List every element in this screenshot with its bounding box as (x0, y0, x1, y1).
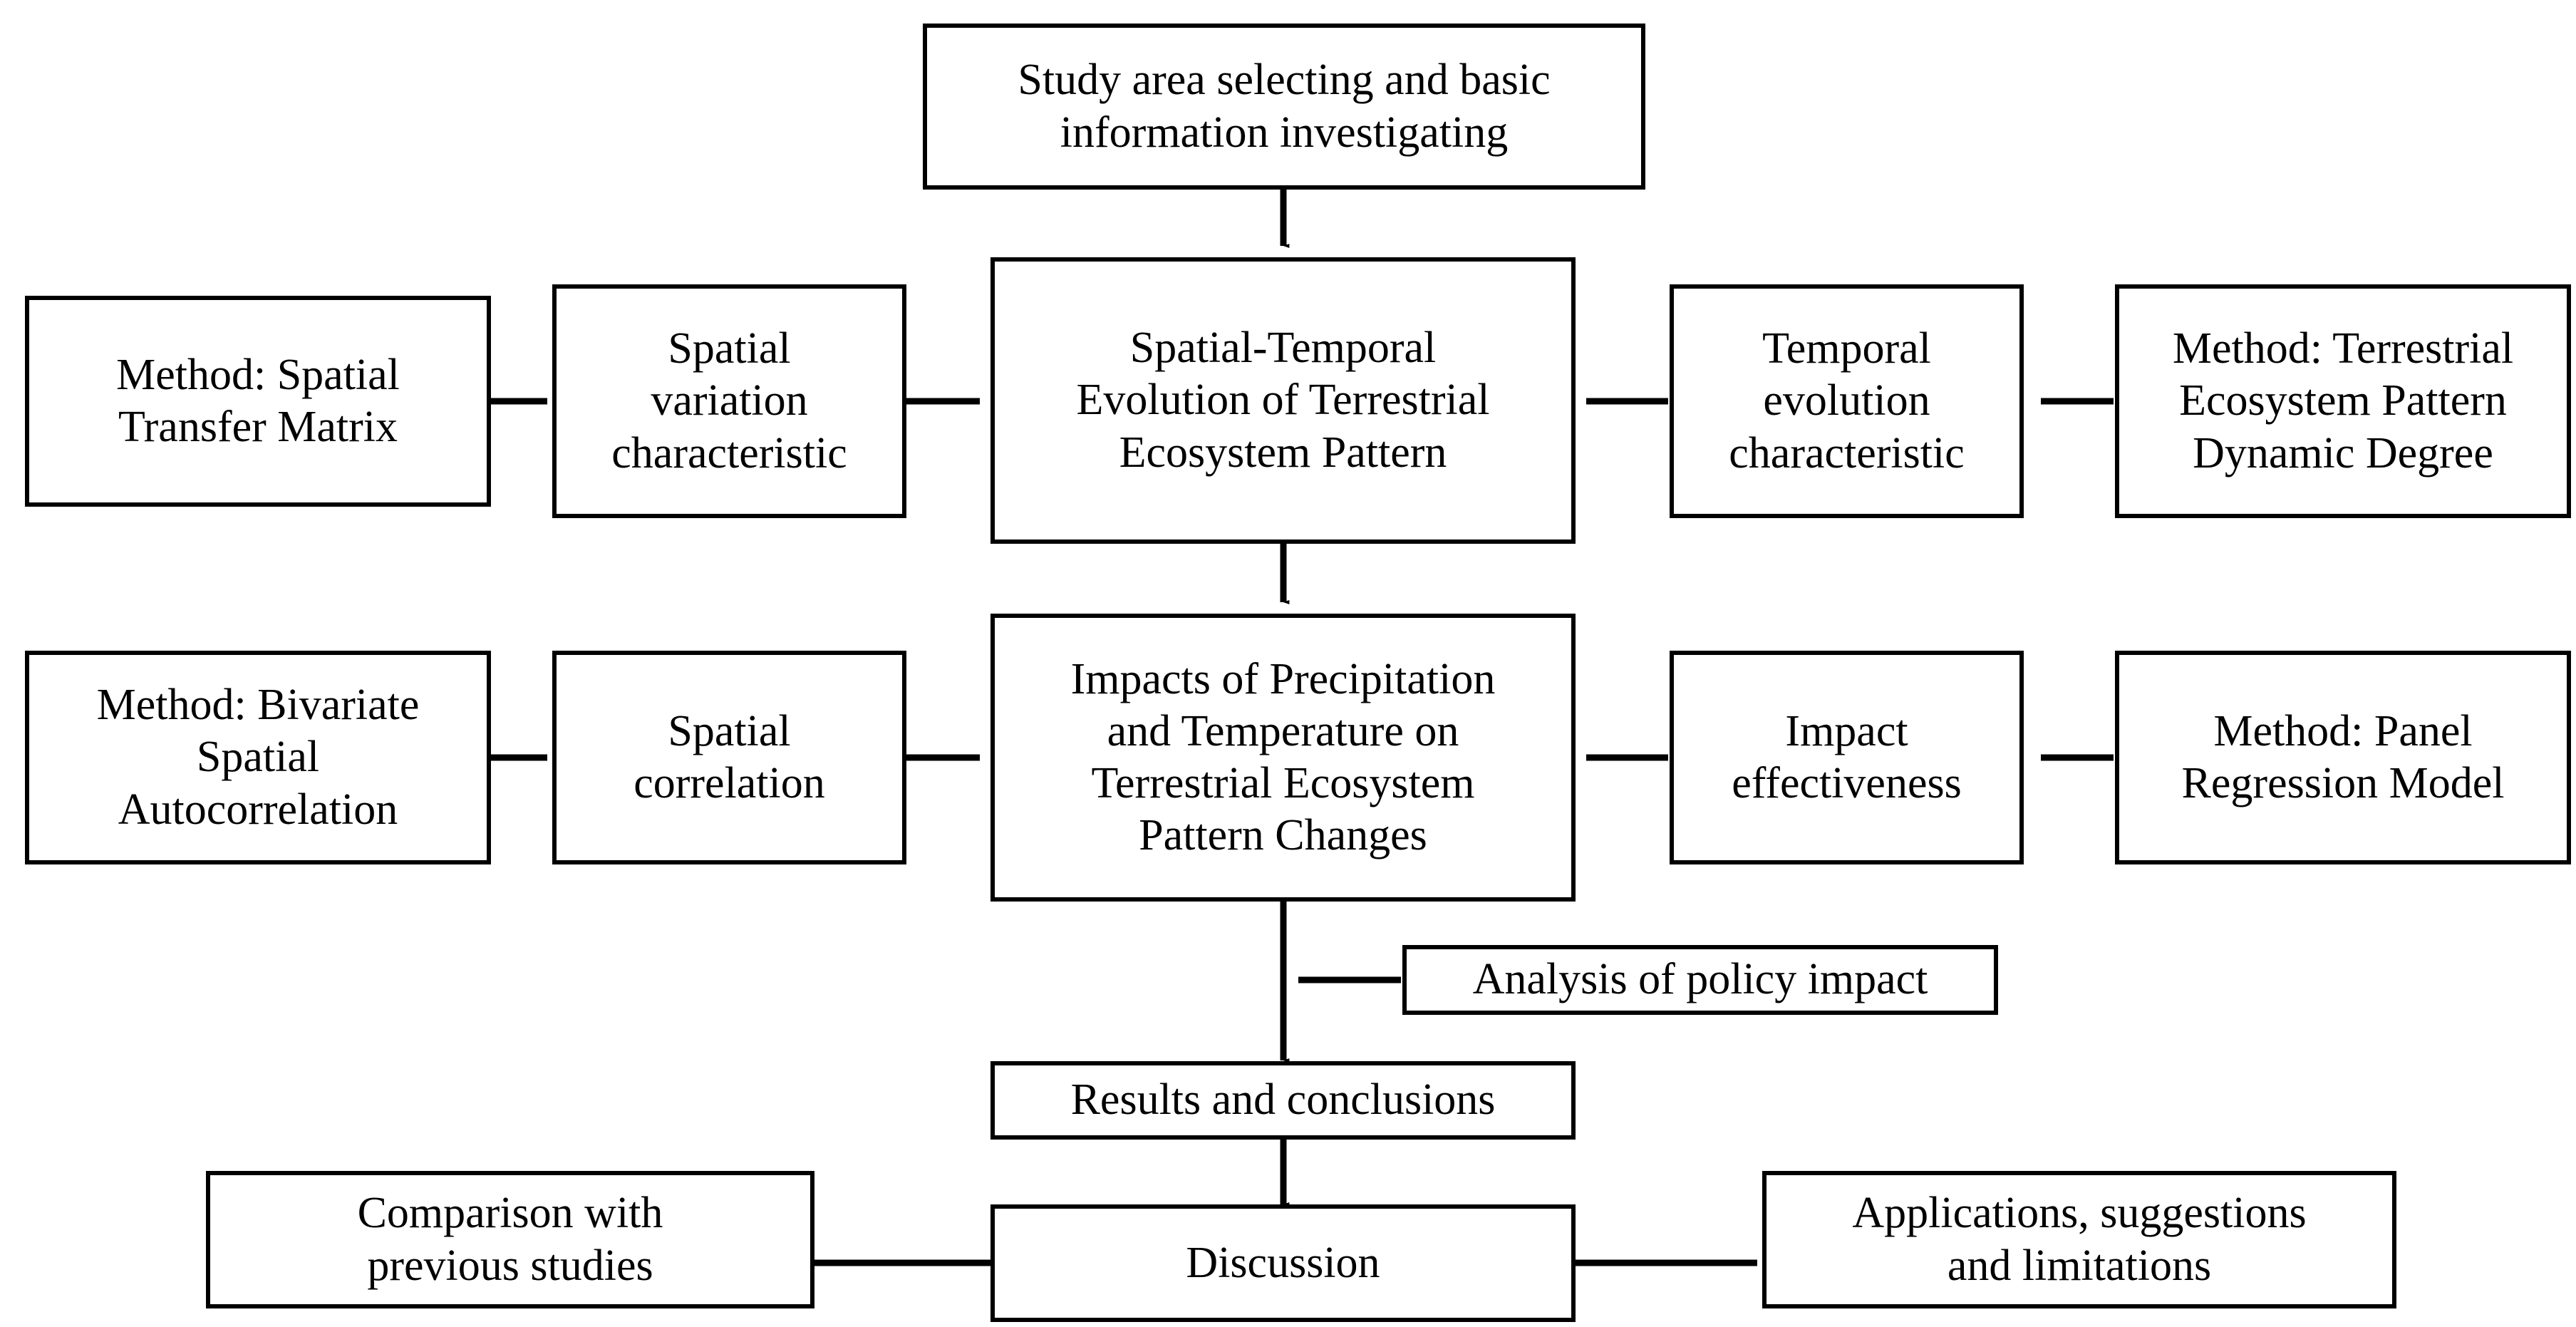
node-discussion[interactable]: Discussion (990, 1204, 1576, 1322)
node-comparison-previous-studies[interactable]: Comparison with previous studies (206, 1171, 814, 1308)
node-results-conclusions[interactable]: Results and conclusions (990, 1061, 1576, 1140)
node-impact-effectiveness[interactable]: Impact effectiveness (1670, 651, 2024, 864)
node-analysis-policy-impact-label: Analysis of policy impact (1472, 955, 1928, 1004)
node-impacts-precipitation-temperature[interactable]: Impacts of Precipitation and Temperature… (990, 614, 1576, 902)
node-method-dynamic-degree[interactable]: Method: Terrestrial Ecosystem Pattern Dy… (2115, 284, 2571, 518)
node-comparison-previous-studies-label: Comparison with previous studies (357, 1189, 663, 1290)
node-method-panel-regression-label: Method: Panel Regression Model (2181, 706, 2505, 807)
node-analysis-policy-impact[interactable]: Analysis of policy impact (1402, 945, 1998, 1015)
node-applications-suggestions-limitations[interactable]: Applications, suggestions and limitation… (1762, 1171, 2396, 1308)
node-method-panel-regression[interactable]: Method: Panel Regression Model (2115, 651, 2571, 864)
node-study-area[interactable]: Study area selecting and basic informati… (923, 24, 1645, 190)
node-method-spatial-transfer[interactable]: Method: Spatial Transfer Matrix (25, 296, 491, 507)
node-temporal-evolution-label: Temporal evolution characteristic (1729, 324, 1965, 477)
node-spatial-correlation-label: Spatial correlation (633, 706, 825, 807)
node-results-conclusions-label: Results and conclusions (1070, 1075, 1496, 1125)
node-study-area-label: Study area selecting and basic informati… (1018, 56, 1551, 157)
node-impacts-precipitation-temperature-label: Impacts of Precipitation and Temperature… (1070, 654, 1496, 860)
node-method-bivariate-autocorrelation[interactable]: Method: Bivariate Spatial Autocorrelatio… (25, 651, 491, 864)
node-method-bivariate-autocorrelation-label: Method: Bivariate Spatial Autocorrelatio… (96, 681, 420, 834)
node-impact-effectiveness-label: Impact effectiveness (1732, 706, 1962, 807)
node-temporal-evolution[interactable]: Temporal evolution characteristic (1670, 284, 2024, 518)
node-spatial-correlation[interactable]: Spatial correlation (552, 651, 906, 864)
node-spatial-variation[interactable]: Spatial variation characteristic (552, 284, 906, 518)
node-spatial-temporal-evolution[interactable]: Spatial-Temporal Evolution of Terrestria… (990, 257, 1576, 544)
node-method-spatial-transfer-label: Method: Spatial Transfer Matrix (116, 350, 400, 451)
node-applications-suggestions-limitations-label: Applications, suggestions and limitation… (1852, 1189, 2307, 1290)
node-discussion-label: Discussion (1186, 1238, 1380, 1287)
node-spatial-temporal-evolution-label: Spatial-Temporal Evolution of Terrestria… (1076, 324, 1490, 477)
node-spatial-variation-label: Spatial variation characteristic (611, 324, 847, 477)
node-method-dynamic-degree-label: Method: Terrestrial Ecosystem Pattern Dy… (2172, 324, 2514, 477)
